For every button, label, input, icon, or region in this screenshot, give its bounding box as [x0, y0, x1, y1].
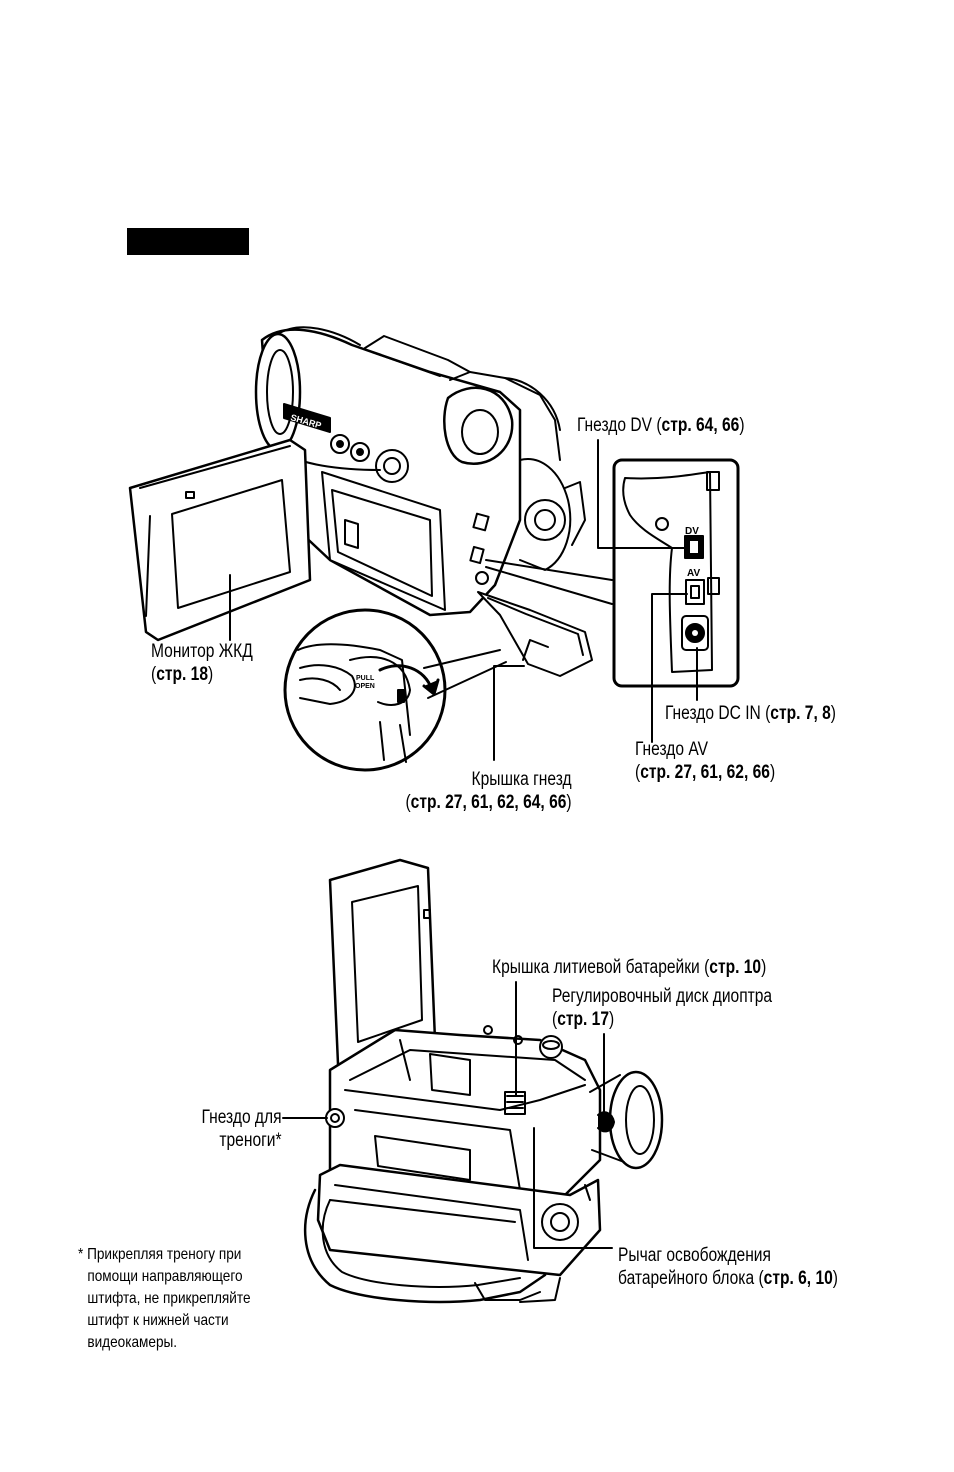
bottom-camcorder-illustration [305, 860, 662, 1302]
jack-cover-label: Крышка гнезд (стр. 27, 61, 62, 64, 66) [405, 769, 572, 813]
tripod-footnote: * Прикрепляя треногу при помощи направля… [78, 1244, 251, 1354]
av-marking: AV [687, 568, 700, 579]
dv-leader-line [598, 440, 686, 548]
footnote-line: * Прикрепляя треногу при [78, 1246, 242, 1263]
cover-leader-line [494, 666, 524, 760]
footnote-line: штифт к нижней части [87, 1312, 229, 1329]
av-jack-label: Гнездо AV (стр. 27, 61, 62, 66) [635, 739, 776, 783]
tripod-socket-label: Гнездо для треноги* [201, 1107, 282, 1151]
release-leader-line [534, 1128, 612, 1248]
top-camcorder-illustration: SHARP [130, 327, 592, 676]
footnote-line: видеокамеры. [87, 1334, 178, 1351]
jack-panel-inset: DV AV [614, 460, 738, 686]
footnote-line: помощи направляющего [87, 1268, 243, 1285]
dc-in-jack-label: Гнездо DC IN (стр. 7, 8) [665, 703, 836, 724]
lcd-monitor-label: Монитор ЖКД (стр. 18) [151, 641, 253, 685]
av-leader-line [652, 594, 687, 742]
dv-marking: DV [685, 526, 699, 537]
battery-release-lever-label: Рычаг освобождения батарейного блока (ст… [618, 1245, 838, 1289]
footnote-line: штифта, не прикрепляйте [87, 1290, 251, 1307]
section-header-bar [127, 228, 249, 255]
diopter-dial-label: Регулировочный диск диоптра (стр. 17) [552, 986, 773, 1030]
pull-open-magnifier: PULL OPEN [285, 610, 445, 770]
pull-marking: PULL [356, 675, 375, 682]
lithium-battery-cover-label: Крышка литиевой батарейки (стр. 10) [492, 957, 767, 978]
open-marking: OPEN [355, 683, 375, 690]
arrow-icon [424, 680, 438, 694]
dv-jack-label: Гнездо DV (стр. 64, 66) [577, 415, 745, 436]
